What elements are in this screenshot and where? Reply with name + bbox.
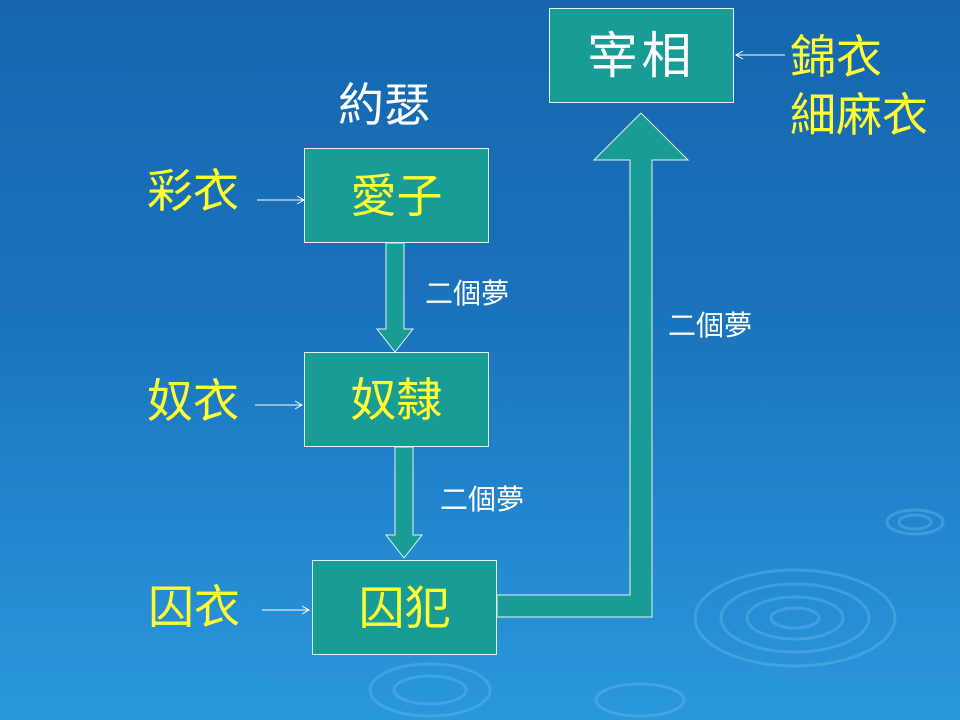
arrow-slave-clothes (255, 400, 304, 410)
arrow-colored-robe (257, 195, 306, 205)
royal-robes-label: 錦衣 細麻衣 (790, 28, 928, 144)
royal-robe-line-2: 細麻衣 (790, 88, 928, 142)
dream-label-3: 二個夢 (668, 309, 753, 342)
name-label: 約瑟 (338, 78, 430, 132)
down-arrow-1 (375, 242, 415, 353)
slave-clothes-label: 奴衣 (147, 374, 239, 428)
arrow-prisoner-clothes (262, 605, 311, 615)
box-prime-minister: 宰相 (549, 8, 734, 103)
box-prisoner: 囚犯 (312, 560, 497, 655)
dream-label-2: 二個夢 (440, 483, 525, 516)
arrow-royal-robes (734, 50, 785, 60)
box-beloved-son-label: 愛子 (350, 168, 443, 223)
box-prime-minister-label: 宰相 (587, 26, 696, 85)
down-arrow-2 (384, 446, 424, 559)
box-slave: 奴隸 (304, 352, 489, 447)
box-beloved-son: 愛子 (304, 148, 489, 243)
up-arrow (496, 112, 690, 618)
dream-label-1: 二個夢 (425, 277, 510, 310)
box-prisoner-label: 囚犯 (358, 580, 451, 635)
royal-robe-line-1: 錦衣 (790, 30, 882, 84)
box-slave-label: 奴隸 (350, 372, 443, 427)
prisoner-clothes-label: 囚衣 (148, 580, 240, 634)
colored-robe-label: 彩衣 (147, 164, 239, 218)
